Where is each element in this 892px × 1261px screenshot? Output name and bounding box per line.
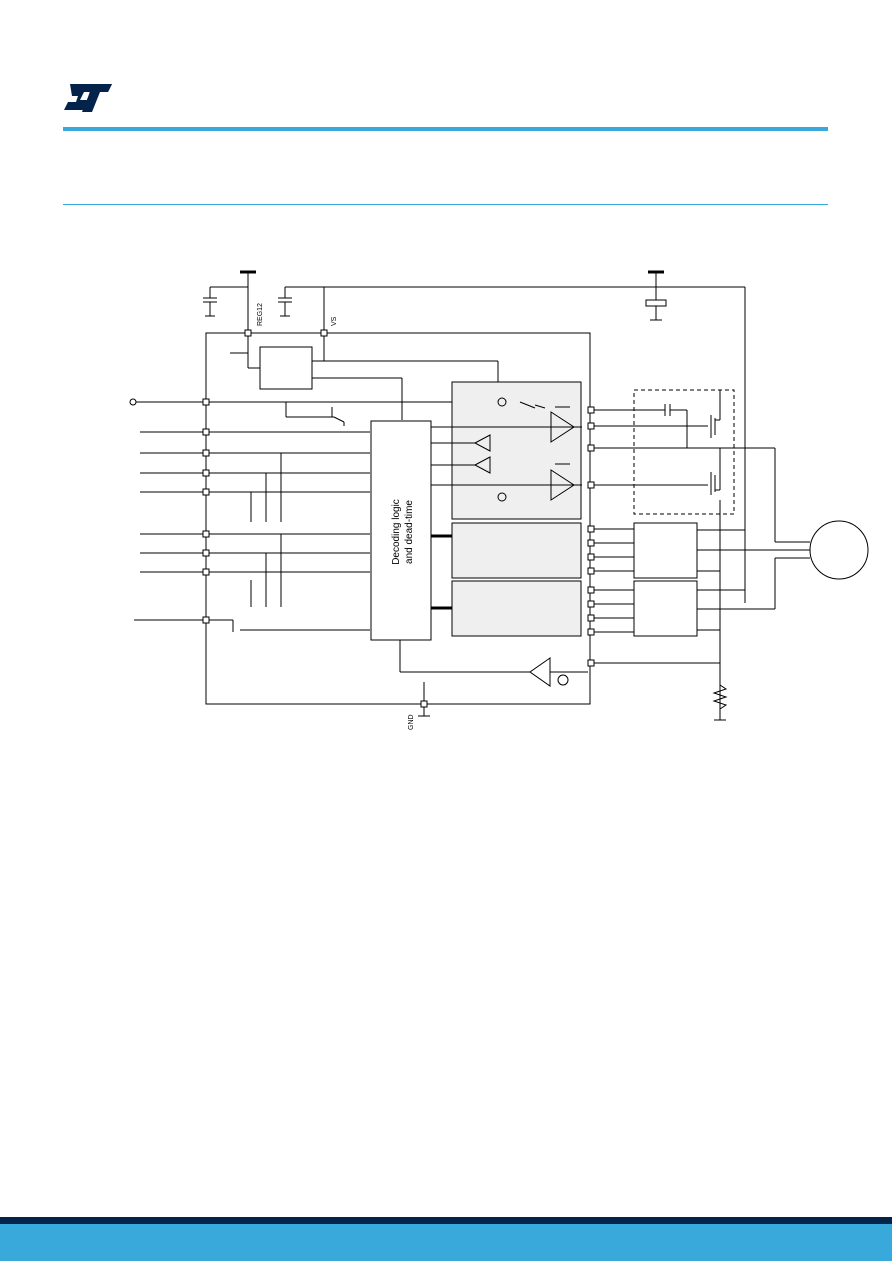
motor-symbol (809, 520, 869, 580)
regulator-block (259, 346, 313, 390)
footer-band-dark (0, 1217, 892, 1224)
st-logo (64, 84, 112, 112)
ic-outline (205, 332, 591, 705)
pin-reg12-label: REG12 (257, 303, 264, 326)
decoding-logic-block (370, 420, 432, 641)
header-rule (63, 127, 828, 131)
section-rule (63, 204, 828, 205)
logic-label-1: Decoding logic (391, 499, 402, 565)
pin-vs-label: VS (331, 316, 338, 326)
footer-band-light (0, 1224, 892, 1261)
block-diagram: REG12 VS Decoding logic and dead-time (129, 270, 869, 730)
pin-gnd-label: GND (408, 714, 415, 730)
logic-label-2: and dead-time (404, 500, 415, 564)
